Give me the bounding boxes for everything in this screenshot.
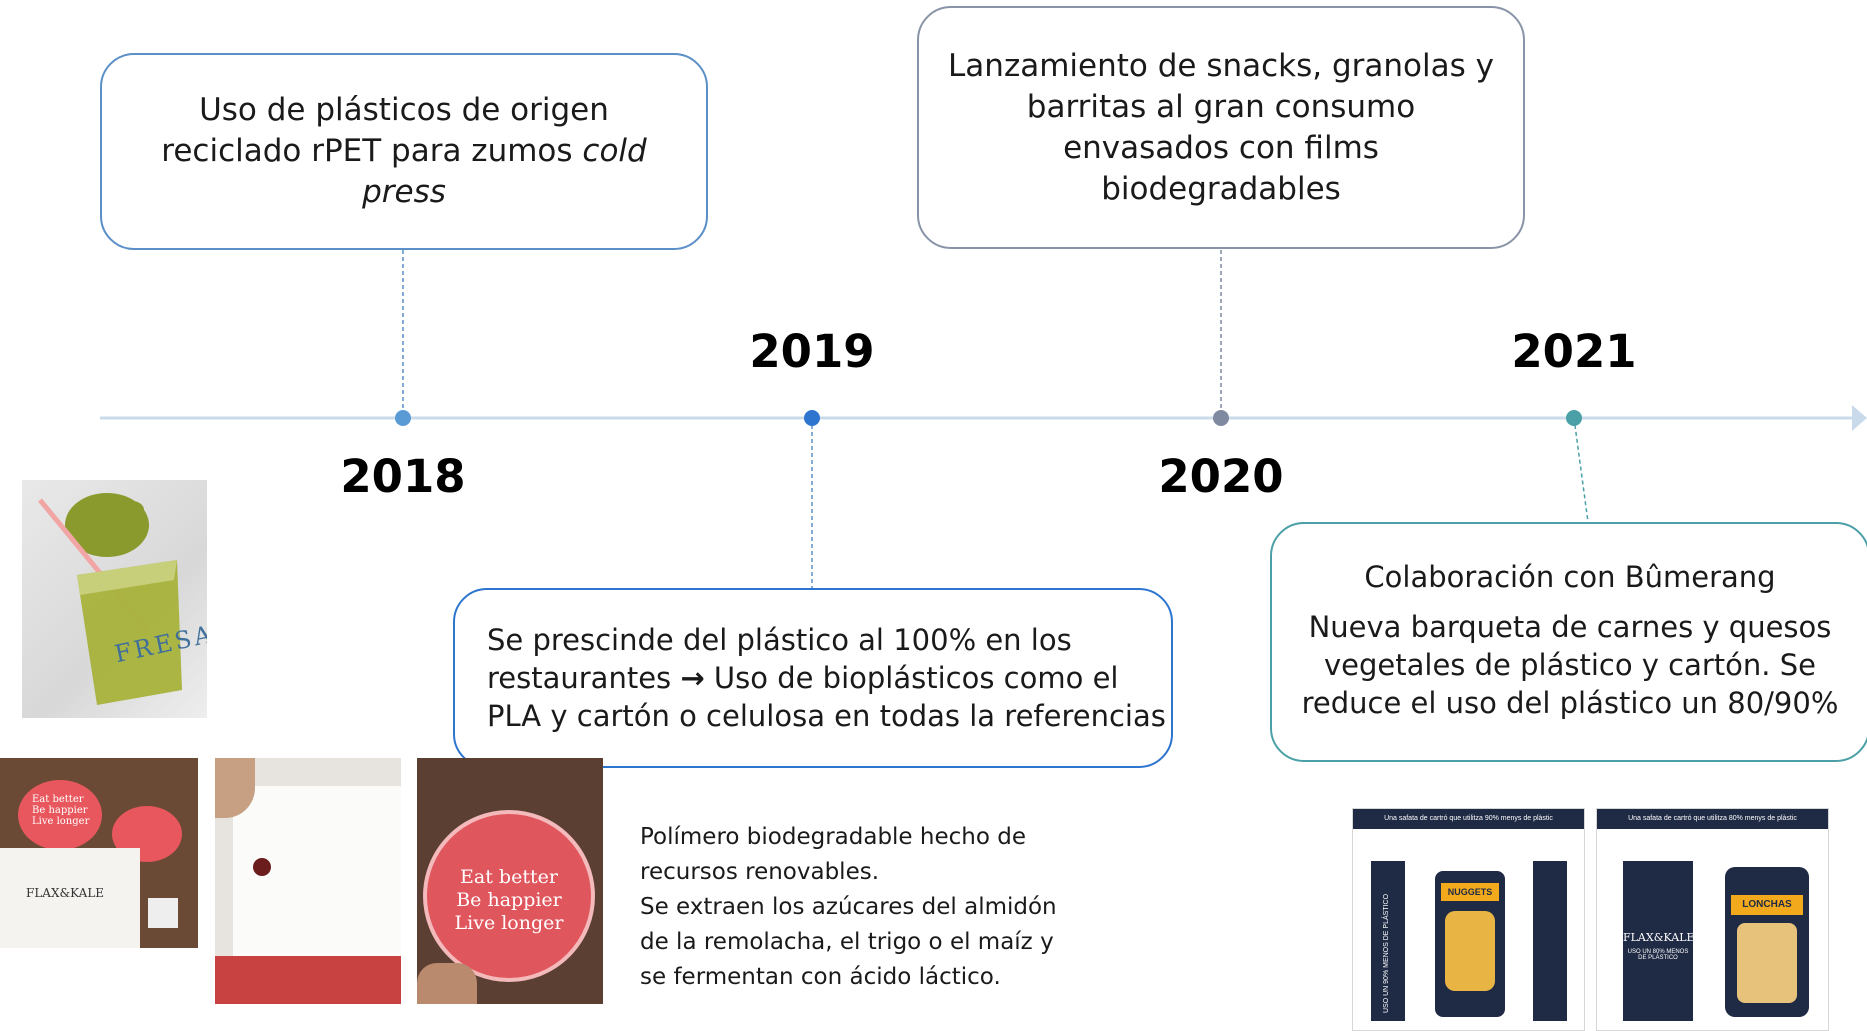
package-nuggets-header: Una safata de cartró que utilitza 90% me… xyxy=(1353,809,1584,829)
package-nuggets-right-panel xyxy=(1533,861,1567,1021)
lid-text-1: Eat better xyxy=(460,866,558,888)
pla-note-line1: Polímero biodegradable hecho de xyxy=(640,824,1026,850)
timeline-arrowhead xyxy=(1852,405,1867,431)
pink-lid: Eat better Be happier Live longer xyxy=(423,810,595,982)
package-lonchas-product: LONCHAS xyxy=(1731,895,1803,915)
arrow-right-icon: → xyxy=(680,661,705,695)
dot-2020 xyxy=(1213,410,1229,426)
event-2020-line1: Lanzamiento de snacks, granolas y xyxy=(948,47,1494,84)
box-hole xyxy=(253,858,271,876)
event-box-2020: Lanzamiento de snacks, granolas y barrit… xyxy=(917,6,1525,249)
year-label-2018: 2018 xyxy=(340,450,466,503)
event-2018-line2-plain: reciclado rPET para zumos xyxy=(161,133,583,169)
bowl-large-text-3: Live longer xyxy=(32,816,90,827)
package-nuggets-left-panel: USO UN 90% MENOS DE PLÁSTICO xyxy=(1371,861,1405,1021)
package-lonchas-tray: LONCHAS xyxy=(1725,867,1809,1017)
pla-note-line4: de la remolacha, el trigo o el maíz y xyxy=(640,929,1054,955)
lid-text-3: Live longer xyxy=(454,912,564,934)
pla-note-line5: se fermentan con ácido láctico. xyxy=(640,964,1001,990)
event-2020-line4: biodegradables xyxy=(1101,170,1341,207)
event-box-2018: Uso de plásticos de origen reciclado rPE… xyxy=(100,53,708,250)
bowl-large-text-2: Be happier xyxy=(32,805,88,816)
white-box-brand: FLAX&KALE xyxy=(26,886,105,900)
small-card xyxy=(148,898,178,928)
dot-2019 xyxy=(804,410,820,426)
juice-cup-photo: FRESA xyxy=(22,480,207,718)
white-box: FLAX&KALE xyxy=(0,848,140,948)
year-label-2020: 2020 xyxy=(1158,450,1284,503)
package-nuggets-side-text: USO UN 90% MENOS DE PLÁSTICO xyxy=(1383,893,1390,1013)
package-nuggets-product: NUGGETS xyxy=(1441,883,1499,901)
connector-2021 xyxy=(1573,417,1589,523)
package-lonchas-header: Una safata de cartró que utilitza 80% me… xyxy=(1597,809,1828,829)
year-label-2021: 2021 xyxy=(1511,325,1637,378)
bowls-box-photo: Eat better Be happier Live longer FLAX&K… xyxy=(0,758,198,948)
event-2021-line2: vegetales de plástico y cartón. Se xyxy=(1324,648,1816,682)
bowl-large-text-1: Eat better xyxy=(32,794,84,805)
event-2021-line3: reduce el uso del plástico un 80/90% xyxy=(1301,686,1839,720)
package-lonchas-image: Una safata de cartró que utilitza 80% me… xyxy=(1596,808,1829,1031)
package-lonchas-sub: USO UN 80% MENOS DE PLÁSTICO xyxy=(1627,949,1689,961)
pla-note: Polímero biodegradable hecho de recursos… xyxy=(640,820,1080,995)
package-lonchas-left-panel: FLAX&KALE USO UN 80% MENOS DE PLÁSTICO xyxy=(1623,861,1695,1021)
bowl-large: Eat better Be happier Live longer xyxy=(18,780,102,850)
year-label-2019: 2019 xyxy=(749,325,875,378)
event-2021-title: Colaboración con Bûmerang xyxy=(1364,560,1776,594)
pla-note-line3: Se extraen los azúcares del almidón xyxy=(640,894,1057,920)
lid-text-2: Be happier xyxy=(456,889,562,911)
event-box-2021: Colaboración con Bûmerang Nueva barqueta… xyxy=(1270,522,1867,762)
package-lonchas-brand: FLAX&KALE xyxy=(1623,931,1695,944)
pla-note-line2: recursos renovables. xyxy=(640,859,880,885)
event-2018-line3: press xyxy=(362,174,446,210)
event-2018-line2-italic: cold xyxy=(582,133,647,169)
juice-cup-illustration xyxy=(38,493,182,705)
event-2020-line2: barritas al gran consumo xyxy=(1026,88,1416,125)
fingers xyxy=(417,963,477,1004)
dot-2018 xyxy=(395,410,411,426)
open-box-photo xyxy=(215,758,401,1004)
event-2019-line2-a: restaurantes xyxy=(487,661,681,695)
dot-2021 xyxy=(1566,410,1582,426)
event-2020-line3: envasados con films xyxy=(1063,129,1379,166)
package-nuggets-tray: NUGGETS xyxy=(1435,871,1505,1017)
event-2019-line2: restaurantes → Uso de bioplásticos como … xyxy=(487,659,1171,697)
event-2018-line2: reciclado rPET para zumos cold xyxy=(161,131,646,172)
event-2018-line1: Uso de plásticos de origen xyxy=(199,92,609,128)
event-2019-line3: PLA y cartón o celulosa en todas la refe… xyxy=(487,699,1166,733)
pink-lid-photo: Eat better Be happier Live longer xyxy=(417,758,603,1004)
event-2019-line1: Se prescinde del plástico al 100% en los xyxy=(487,623,1072,657)
package-nuggets-image: Una safata de cartró que utilitza 90% me… xyxy=(1352,808,1585,1031)
event-2021-line1: Nueva barqueta de carnes y quesos xyxy=(1308,610,1832,644)
event-box-2019: Se prescinde del plástico al 100% en los… xyxy=(453,588,1173,768)
event-2019-line2-b: Uso de bioplásticos como el xyxy=(704,661,1119,695)
box-red-edge xyxy=(215,956,401,1004)
